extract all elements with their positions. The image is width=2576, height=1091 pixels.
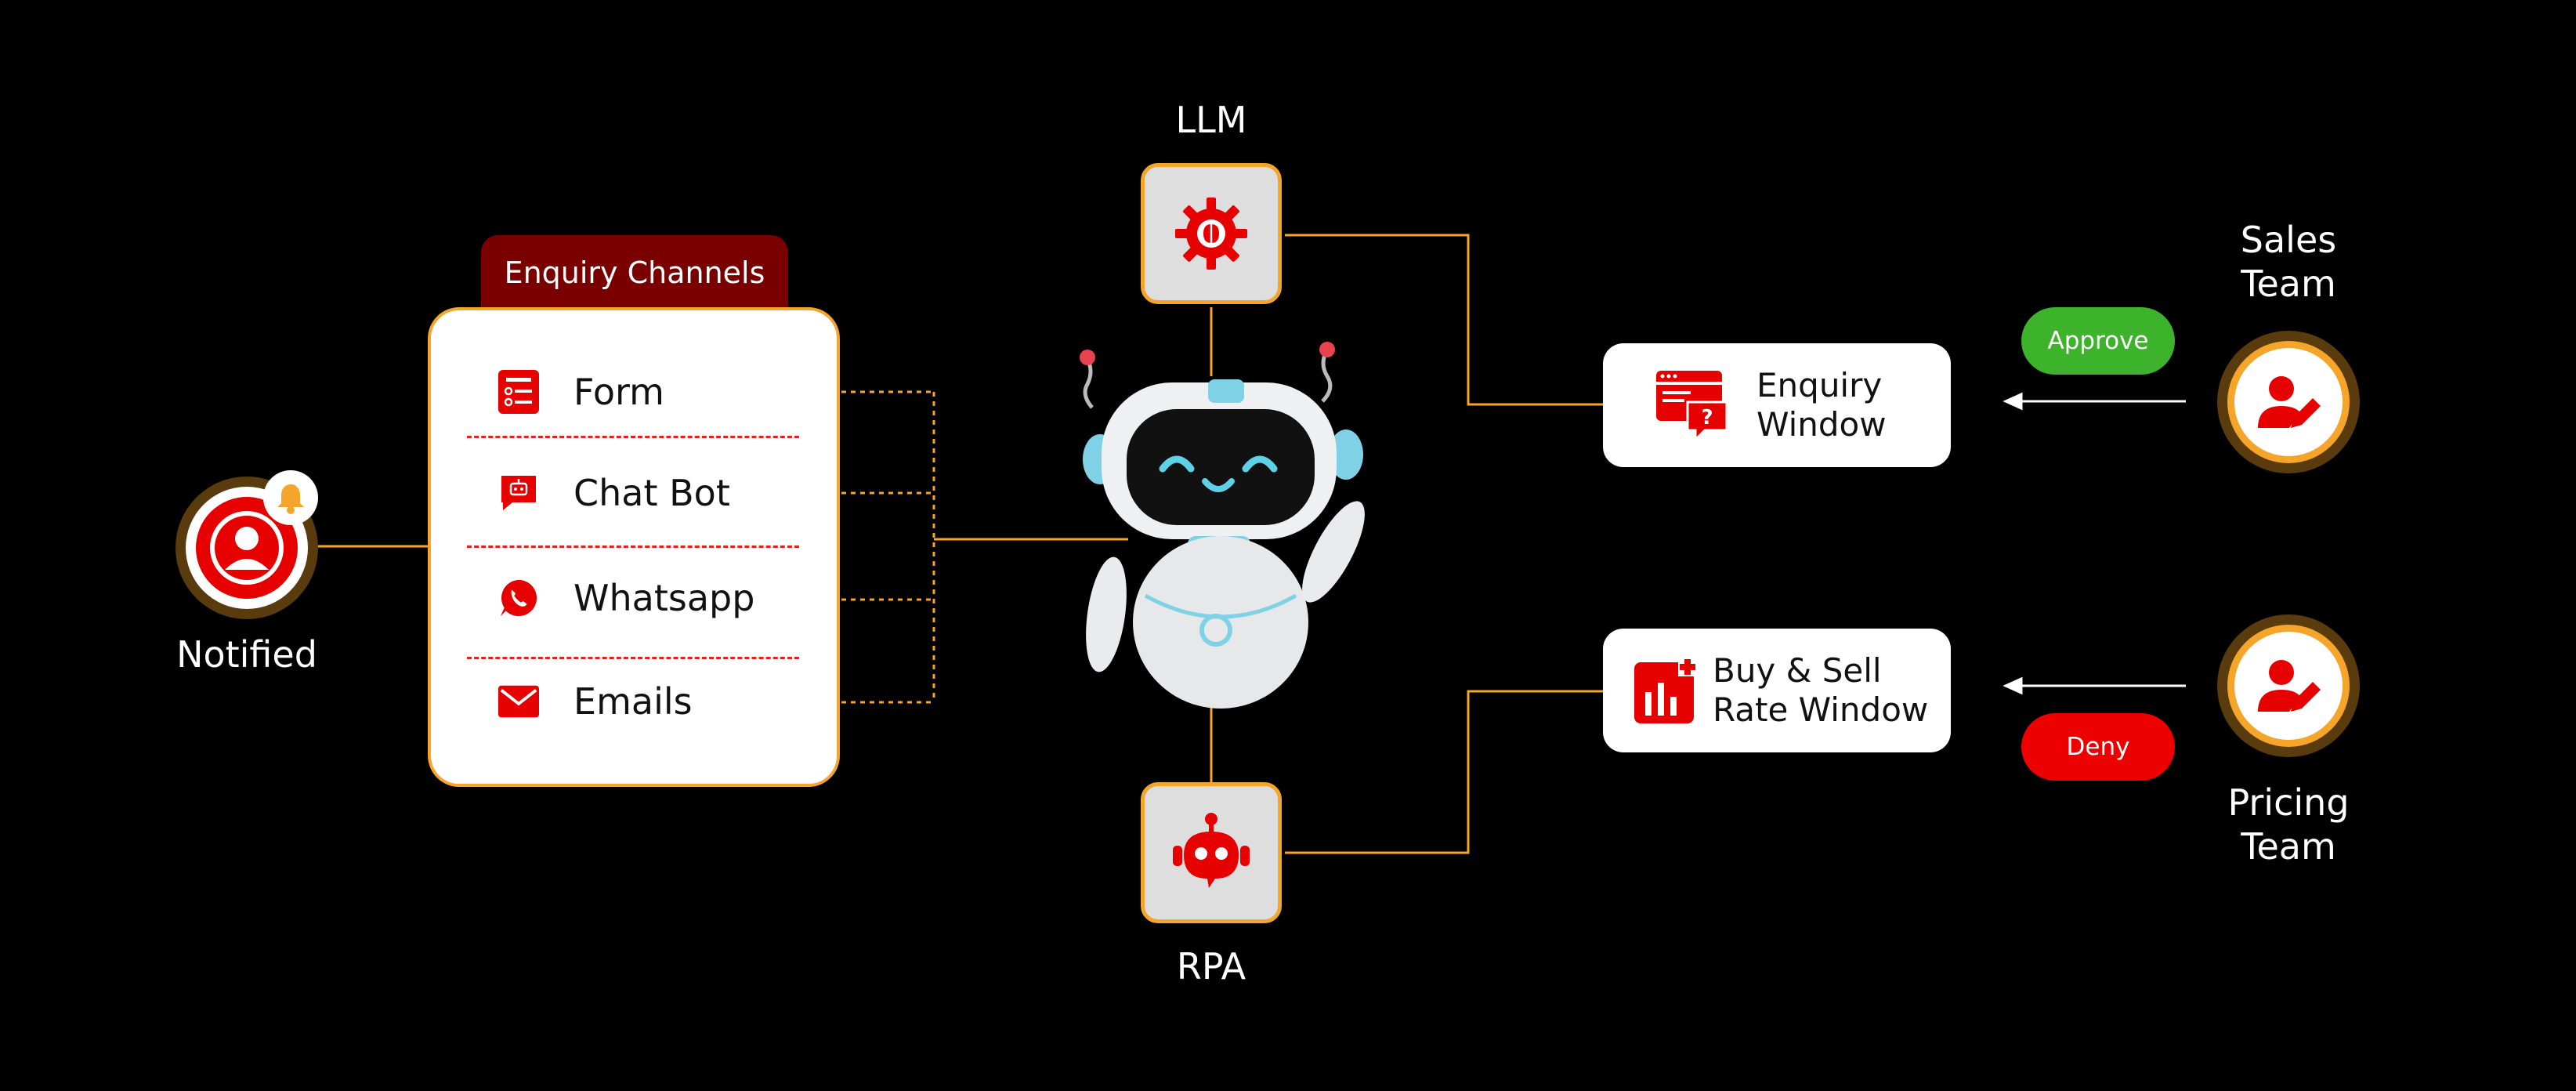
sales-team-line2: Team (2241, 263, 2336, 305)
user-edit-icon (2258, 660, 2321, 712)
rate-window-card[interactable]: Buy & Sell Rate Window (1603, 629, 1951, 752)
whatsapp-icon (498, 578, 539, 618)
email-icon (498, 681, 539, 722)
enquiry-window-card[interactable]: ? Enquiry Window (1603, 343, 1951, 467)
rpa-label: RPA (1176, 945, 1246, 988)
user-icon (210, 511, 284, 585)
bell-badge (263, 470, 318, 525)
enquiry-window-line1: Enquiry (1757, 366, 1883, 404)
pricing-team-line2: Team (2241, 825, 2336, 868)
approve-button[interactable]: Approve (2021, 307, 2175, 375)
bot-head-icon (1173, 813, 1250, 888)
channel-divider (467, 657, 799, 659)
sales-team-label: Sales Team (2183, 218, 2394, 306)
channel-label: Chat Bot (573, 472, 730, 514)
sales-team-avatar (2217, 331, 2360, 473)
pricing-team-line1: Pricing (2227, 781, 2350, 824)
deny-button[interactable]: Deny (2021, 713, 2175, 781)
rate-window-line2: Rate Window (1713, 690, 1929, 729)
brain-gear-icon (1175, 198, 1247, 270)
sales-team-line1: Sales (2240, 219, 2337, 261)
form-icon (498, 370, 539, 414)
rate-chart-icon (1634, 658, 1697, 723)
bell-icon (277, 484, 304, 514)
pricing-team-avatar (2217, 614, 2360, 757)
rpa-node[interactable] (1141, 782, 1282, 923)
notified-label: Notified (176, 633, 317, 676)
channels-title: Enquiry Channels (481, 235, 788, 310)
pricing-team-label: Pricing Team (2183, 781, 2394, 868)
channel-label: Whatsapp (573, 577, 755, 619)
robot-mascot-icon (1080, 342, 1365, 709)
channel-divider (467, 546, 799, 548)
channel-item-emails[interactable]: Emails (498, 674, 812, 729)
rate-window-line1: Buy & Sell (1713, 651, 1882, 690)
enquiry-window-line2: Window (1757, 405, 1887, 444)
chat-bot-icon (498, 473, 539, 513)
svg-text:?: ? (1701, 406, 1713, 430)
channel-item-chat-bot[interactable]: Chat Bot (498, 466, 812, 520)
user-edit-icon (2258, 376, 2321, 428)
enquiry-window-icon: ? (1656, 371, 1728, 440)
channel-label: Form (573, 371, 664, 413)
channel-item-form[interactable]: Form (498, 364, 812, 419)
robot-mascot (1070, 340, 1376, 716)
channel-label: Emails (573, 680, 693, 723)
channel-divider (467, 436, 799, 438)
llm-label: LLM (1175, 99, 1247, 141)
llm-node[interactable] (1141, 163, 1282, 304)
channel-item-whatsapp[interactable]: Whatsapp (498, 571, 812, 625)
